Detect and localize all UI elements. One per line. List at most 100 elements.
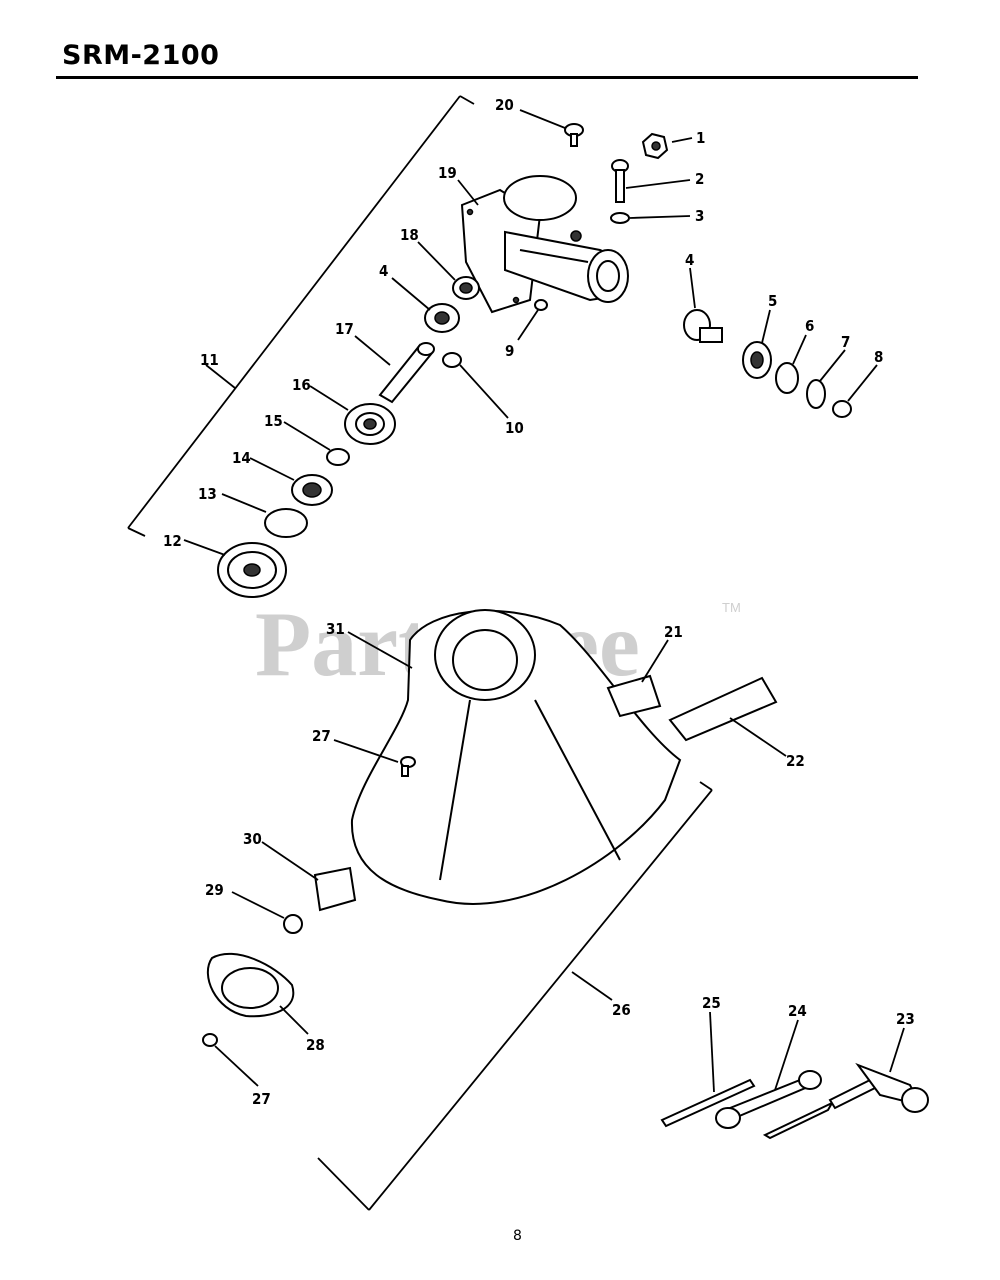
leader-8 — [847, 364, 878, 402]
part-30-bracket — [313, 866, 357, 912]
part-27-screw-upper — [400, 756, 416, 777]
callout-20: 20 — [495, 96, 514, 114]
callout-13: 13 — [198, 485, 217, 503]
leader-14 — [249, 457, 295, 481]
leader-1 — [671, 137, 693, 143]
callout-28: 28 — [306, 1036, 325, 1054]
callout-14: 14 — [232, 449, 251, 467]
callout-11: 11 — [200, 351, 219, 369]
callout-19: 19 — [438, 164, 457, 182]
callout-24: 24 — [788, 1002, 807, 1020]
part-15-ring — [326, 448, 350, 466]
leader-5 — [761, 309, 771, 344]
leader-25 — [709, 1011, 715, 1093]
part-1-nut — [641, 132, 669, 160]
part-16-bearing — [344, 403, 396, 445]
leader-9 — [517, 309, 539, 341]
callout-27-upper: 27 — [312, 727, 331, 745]
leader-22 — [729, 717, 787, 757]
leader-6 — [792, 334, 807, 365]
part-17-shaft — [378, 342, 435, 404]
part-28-plate — [206, 952, 295, 1018]
leader-23 — [889, 1027, 905, 1073]
part-3-washer — [610, 212, 630, 224]
callout-21: 21 — [664, 623, 683, 641]
leader-28 — [279, 1005, 309, 1035]
leader-31 — [347, 631, 413, 669]
part-5-bearing — [742, 341, 772, 379]
part-20-screw — [564, 123, 584, 147]
leader-27b — [214, 1045, 259, 1087]
bracket-11-bottom — [127, 527, 146, 537]
page-title: SRM-2100 — [62, 40, 220, 71]
leader-15 — [283, 421, 331, 451]
leader-21 — [641, 639, 669, 683]
callout-2: 2 — [695, 170, 704, 188]
callout-26: 26 — [612, 1001, 631, 1019]
bracket-11-line — [127, 95, 461, 529]
leader-3 — [629, 215, 691, 219]
leader-19 — [457, 179, 479, 206]
part-18-bearing — [452, 276, 480, 300]
callout-23: 23 — [896, 1010, 915, 1028]
leader-17 — [354, 335, 391, 366]
part-31-shield — [350, 609, 682, 905]
part-8-o-ring — [832, 400, 852, 418]
part-2-bolt — [611, 159, 629, 203]
bracket-26-line — [368, 789, 713, 1211]
part-24-wrench — [715, 1070, 835, 1140]
bracket-26-bottom — [317, 1157, 370, 1211]
part-21-label — [606, 674, 662, 718]
callout-4-left: 4 — [379, 262, 388, 280]
watermark-trademark: TM — [722, 600, 741, 615]
part-9-washer — [534, 299, 548, 311]
leader-12 — [183, 539, 226, 556]
page-number: 8 — [513, 1228, 522, 1244]
leader-26 — [571, 971, 613, 1001]
part-4-gear-left — [424, 303, 460, 333]
part-13-ring — [264, 508, 308, 538]
callout-30: 30 — [243, 830, 262, 848]
part-27-screw-lower — [202, 1033, 218, 1047]
callout-16: 16 — [292, 376, 311, 394]
callout-7: 7 — [841, 333, 850, 351]
part-10-clip — [442, 352, 462, 368]
callout-12: 12 — [163, 532, 182, 550]
part-22-label — [668, 676, 778, 742]
callout-6: 6 — [805, 317, 814, 335]
callout-15: 15 — [264, 412, 283, 430]
callout-22: 22 — [786, 752, 805, 770]
bracket-11-top — [459, 95, 475, 105]
part-6-ring — [775, 362, 799, 394]
bracket-26-top — [699, 781, 713, 791]
callout-4-right: 4 — [685, 251, 694, 269]
part-12-holder — [217, 542, 287, 598]
part-14-seal — [291, 474, 333, 506]
callout-29: 29 — [205, 881, 224, 899]
leader-30 — [261, 841, 319, 881]
leader-10 — [459, 364, 509, 419]
leader-2 — [625, 179, 691, 189]
leader-27a — [333, 739, 399, 763]
callout-5: 5 — [768, 292, 777, 310]
part-23-socket-wrench — [828, 1062, 929, 1113]
callout-8: 8 — [874, 348, 883, 366]
callout-3: 3 — [695, 207, 704, 225]
callout-18: 18 — [400, 226, 419, 244]
leader-20 — [519, 109, 566, 129]
leader-11 — [205, 364, 236, 389]
leader-29 — [231, 891, 285, 919]
callout-31: 31 — [326, 620, 345, 638]
leader-24 — [774, 1019, 799, 1091]
callout-10: 10 — [505, 419, 524, 437]
part-19-gear-case — [460, 175, 629, 314]
leader-13 — [221, 493, 267, 513]
title-rule — [56, 76, 918, 79]
part-4-pinion-right — [683, 309, 723, 343]
callout-9: 9 — [505, 342, 514, 360]
leader-4b — [689, 267, 696, 309]
callout-1: 1 — [696, 129, 705, 147]
part-7-snap-ring — [806, 379, 826, 409]
callout-17: 17 — [335, 320, 354, 338]
